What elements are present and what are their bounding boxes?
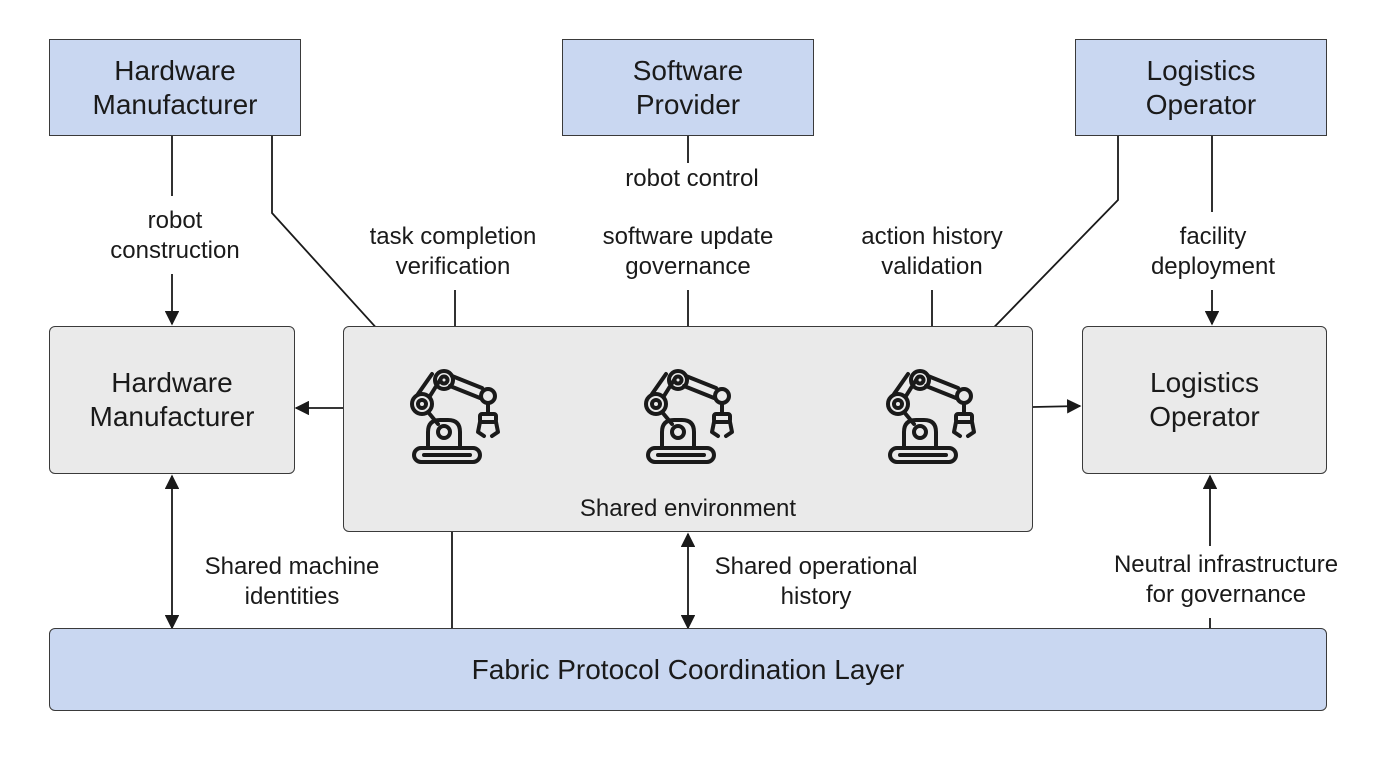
label-robot-construction-line2: construction bbox=[110, 237, 240, 264]
robot-arm-icon bbox=[644, 369, 734, 464]
mid-box-logistics-line1: Logistics bbox=[1150, 367, 1259, 398]
label-shared-identities-line2: identities bbox=[244, 583, 340, 610]
label-facility-deployment: facility deployment bbox=[1151, 222, 1275, 282]
label-neutral-infra: Neutral infrastructure for governance bbox=[1114, 550, 1338, 610]
label-shared-history: Shared operational history bbox=[715, 552, 918, 612]
label-robot-construction: robot construction bbox=[110, 206, 239, 266]
shared-environment-label: Shared environment bbox=[579, 495, 797, 522]
label-shared-identities-line1: Shared machine bbox=[204, 553, 380, 580]
edge-hardware-to-robot1 bbox=[271, 135, 401, 356]
label-facility-deployment-line1: facility bbox=[1179, 223, 1247, 250]
mid-box-hardware-line2: Manufacturer bbox=[89, 401, 255, 432]
label-task-completion-line2: verification bbox=[395, 253, 511, 280]
mid-box-hardware-line1: Hardware bbox=[111, 367, 233, 398]
mid-box-hardware-manufacturer: Hardware Manufacturer bbox=[49, 326, 295, 474]
top-box-hardware-line1: Hardware bbox=[114, 54, 236, 86]
mid-box-logistics-line2: Operator bbox=[1149, 401, 1260, 432]
top-box-logistics-line2: Operator bbox=[1145, 88, 1257, 120]
fabric-coordination-label: Fabric Protocol Coordination Layer bbox=[471, 653, 905, 685]
robot-arm-icon bbox=[410, 369, 500, 464]
label-software-update: software update governance bbox=[603, 222, 774, 282]
label-shared-history-line1: Shared operational bbox=[714, 553, 918, 580]
top-box-software-line1: Software bbox=[632, 54, 744, 86]
label-shared-history-line2: history bbox=[780, 583, 852, 610]
label-robot-construction-line1: robot bbox=[147, 207, 203, 234]
label-software-update-line1: software update bbox=[602, 223, 774, 250]
label-task-completion: task completion verification bbox=[370, 222, 537, 282]
label-software-update-line2: governance bbox=[625, 253, 751, 280]
robot-arm-icon bbox=[886, 369, 976, 464]
fabric-coordination-layer: Fabric Protocol Coordination Layer bbox=[49, 628, 1327, 711]
top-box-software-provider: Software Provider bbox=[562, 39, 814, 136]
label-facility-deployment-line2: deployment bbox=[1150, 253, 1276, 280]
label-robot-control: robot control bbox=[625, 164, 758, 194]
label-task-completion-line1: task completion bbox=[369, 223, 537, 250]
top-box-software-line2: Provider bbox=[635, 88, 741, 120]
label-action-history-line1: action history bbox=[861, 223, 1003, 250]
label-shared-identities: Shared machine identities bbox=[205, 552, 380, 612]
mid-box-logistics-operator: Logistics Operator bbox=[1082, 326, 1327, 474]
label-neutral-infra-line1: Neutral infrastructure bbox=[1113, 551, 1339, 578]
top-box-hardware-manufacturer: Hardware Manufacturer bbox=[49, 39, 301, 136]
top-box-hardware-line2: Manufacturer bbox=[92, 88, 258, 120]
label-action-history-line2: validation bbox=[881, 253, 983, 280]
label-neutral-infra-line2: for governance bbox=[1145, 581, 1307, 608]
edge-logistics-to-robot3 bbox=[966, 135, 1119, 356]
top-box-logistics-operator: Logistics Operator bbox=[1075, 39, 1327, 136]
label-robot-control-text: robot control bbox=[625, 165, 759, 192]
top-box-logistics-line1: Logistics bbox=[1146, 54, 1256, 86]
label-action-history: action history validation bbox=[861, 222, 1002, 282]
